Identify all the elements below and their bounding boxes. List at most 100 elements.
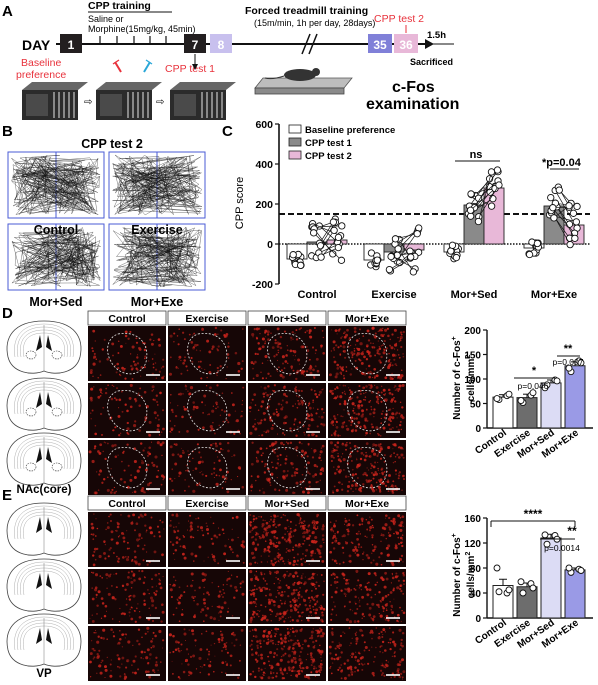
arrow-icon: ⇨ [84,97,92,108]
cpp-pair-line [313,232,342,261]
legend-swatch-test1 [288,137,302,147]
legend-item-test2: CPP test 2 [305,151,352,162]
cpp-point [555,186,563,194]
nac-point [517,397,525,405]
micrograph-tile [248,440,326,495]
cpp-pair-line [391,255,416,270]
column-header-label: Control [108,313,145,325]
cpp-apparatus-icon-1 [22,82,88,120]
micrograph-tile [88,326,166,381]
brain-atlas-section [6,320,82,374]
cpp-y-label: CPP score [234,177,246,229]
cpp-point [452,253,461,262]
trace-label-exercise: Exercise [131,223,182,237]
cpp-x-tick-label: Exercise [371,289,416,301]
nac-p-2: p=0.007 [553,357,584,367]
cpp-point [296,261,305,270]
cpp-point [338,222,346,230]
column-header-box [247,495,327,511]
cpp-point [467,190,475,198]
nac-y-tick-label: 50 [470,400,482,411]
vp-region-label: VP [36,668,52,680]
micrograph-tile [168,569,246,624]
day-box-8 [210,34,232,53]
micrograph-tile [328,440,406,495]
cpp-point [316,242,325,250]
mouse-icon [284,69,316,81]
column-header-label: Mor+Exe [345,498,389,510]
nac-point [493,395,501,403]
vp-p-1: p=0.0014 [544,543,580,553]
vp-bar [564,569,586,619]
micrograph-tile [168,440,246,495]
cpp-pair-line [395,233,418,240]
cpp-pair-line [474,169,498,208]
column-header-box [87,310,167,326]
cpp-pair-line [556,206,576,239]
column-header-label: Control [108,498,145,510]
vp-point [543,540,551,548]
cpp-pair-line [397,248,414,273]
cpp-y-tick-label: 200 [255,199,273,211]
brain-atlas-section [6,558,82,612]
day-label: DAY [22,37,51,53]
micrograph-tile [88,383,166,438]
nac-region-label: NAc(core) [17,484,72,496]
panel-label-b: B [2,123,13,140]
cpp-point [334,243,342,252]
syringe-cyan-icon [143,59,153,73]
micrograph-tile [88,440,166,495]
brain-atlas-section [6,613,82,667]
cpp-pair-line [320,237,339,258]
column-header-label: Exercise [185,313,228,325]
nac-y-label-2: cells/mm2 [465,355,477,402]
timeline-panel: DAY 1 7 8 35 36 CPP training Saline or M… [16,0,459,120]
trace-box [7,223,105,291]
cpp-apparatus-icon-2 [96,82,162,120]
cpp-point [334,233,343,242]
cpp-point [448,241,457,249]
trace-path [112,154,203,216]
vp-point [519,589,527,597]
trace-label-control: Control [34,223,78,237]
brain-atlas-section [6,432,82,486]
nac-point [505,390,513,398]
micrograph-tile [88,512,166,567]
vp-point [517,578,525,586]
vp-point [577,567,585,574]
cpp-point [387,252,395,261]
micrograph-tile [168,512,246,567]
cpp-x-tick-label: Mor+Exe [531,289,577,301]
vp-point [505,586,513,594]
cpp-training-label: CPP training [88,0,151,12]
cpp-point [337,256,346,264]
brain-atlas-section [6,377,82,431]
cpp-point [572,218,580,226]
micrograph-tile [328,383,406,438]
trace-box [7,151,105,219]
cpp-x-tick-label: Control [297,289,336,301]
day-box-7 [184,34,206,53]
cpp-pair-line [478,184,500,217]
day-box-35-label: 35 [373,38,387,52]
vp-y-tick-label: 160 [464,514,481,525]
micrograph-tile [328,569,406,624]
trace-path [10,155,101,215]
micrograph-tile [248,383,326,438]
cpp-pair-line [470,188,496,211]
baseline-label-1: Baseline [21,57,61,69]
vp-y-tick-label: 0 [475,614,481,625]
cpp-point [474,217,483,226]
nac-y-tick-label: 100 [464,375,481,386]
cpp-point [525,250,534,259]
micrograph-tile [88,626,166,681]
vp-y-tick-label: 120 [464,539,481,550]
micrograph-tile [248,569,326,624]
legend-item-test1: CPP test 1 [305,138,353,149]
cpp-point [329,218,338,226]
cfos-title-2: examination [366,96,459,113]
test1-pointer-head [192,64,198,70]
arrow-icon: ⇨ [156,97,164,108]
cpp-point [409,268,418,276]
cpp-point [533,239,542,248]
